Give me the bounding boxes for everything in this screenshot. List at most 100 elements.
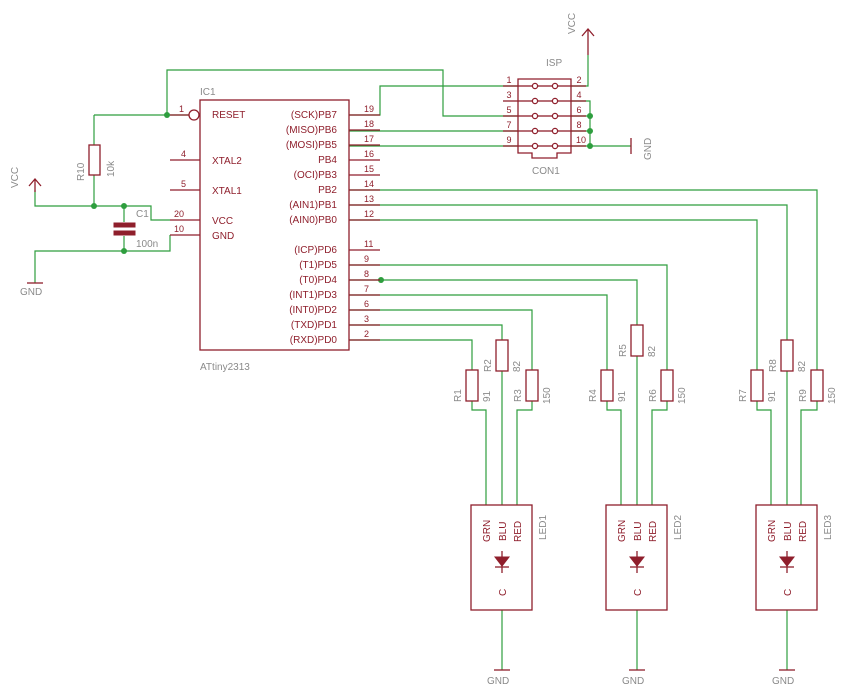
junction-gnd-c1 — [121, 248, 127, 254]
ic1-right-pin-label: (RXD)PD0 — [290, 335, 338, 346]
ic1-right-pin-num: 19 — [364, 104, 374, 114]
ic1-right-pin-label: (ICP)PD6 — [294, 245, 337, 256]
resistor-value: 82 — [797, 360, 808, 372]
ic1-right-pin-label: (TXD)PD1 — [291, 320, 338, 331]
ic1-name: IC1 — [200, 87, 216, 98]
resistor-name: R3 — [513, 389, 524, 402]
ic1-right-pin-label: (AIN0)PB0 — [289, 215, 337, 226]
led-pin-label: GRN — [767, 520, 778, 542]
isp-pin-num: 7 — [506, 120, 511, 130]
wires — [34, 55, 818, 670]
capacitor-c1: C1 100n — [113, 209, 158, 250]
resistor-r6: R6 150 — [648, 369, 688, 404]
resistor-name: R8 — [768, 359, 779, 372]
ic1-right-pin-label: (T0)PD4 — [299, 275, 337, 286]
ic1-right-pin-label: PB2 — [318, 185, 337, 196]
resistor-name: R9 — [798, 389, 809, 402]
resistor-name: R2 — [483, 359, 494, 372]
resistor-r7: R7 91 — [738, 369, 778, 402]
isp-pin-num: 9 — [506, 135, 511, 145]
led-name: LED3 — [823, 515, 834, 540]
resistor-value: 150 — [827, 387, 838, 404]
junction-isp-4 — [587, 113, 593, 119]
isp-pin-num: 1 — [506, 75, 511, 85]
ic1-right-pin-label: (INT0)PD2 — [289, 305, 337, 316]
c1-value: 100n — [136, 239, 158, 250]
resistor-name: R6 — [648, 389, 659, 402]
ic1-left-pin-label: RESET — [212, 110, 245, 121]
gnd-left-label: GND — [20, 287, 42, 298]
gnd-led2-symbol: GND — [622, 669, 645, 687]
led-pin-label: RED — [513, 521, 524, 542]
resistor-value: 150 — [542, 387, 553, 404]
led1-rgb: LED1 GRN BLU RED C — [470, 504, 549, 611]
ic1-right-pin-num: 18 — [364, 119, 374, 129]
gnd-led3-label: GND — [772, 676, 794, 687]
gnd-led1-symbol: GND — [487, 669, 510, 687]
resistor-value: 91 — [482, 390, 493, 402]
resistor-r2: R2 82 — [483, 339, 523, 372]
junction-reset — [164, 112, 170, 118]
led2-rgb: LED2 GRN BLU RED C — [605, 504, 684, 611]
ic1-left-pin-label: VCC — [212, 216, 233, 227]
gnd-left-symbol: GND — [20, 282, 43, 298]
ic1-right-pin-label: (MOSI)PB5 — [286, 140, 338, 151]
led-pin-label: RED — [798, 521, 809, 542]
gnd-led2-label: GND — [622, 676, 644, 687]
ic1-right-pin-label: (SCK)PB7 — [291, 110, 338, 121]
ic1-left-pin-num: 5 — [181, 179, 186, 189]
led3-rgb: LED3 GRN BLU RED C — [755, 504, 834, 611]
isp-pin-num: 2 — [576, 75, 581, 85]
resistor-r4: R4 91 — [588, 369, 628, 402]
isp-pins — [503, 82, 586, 150]
led-common-label: C — [498, 589, 509, 596]
resistor-value: 91 — [767, 390, 778, 402]
isp-pin-num: 6 — [576, 105, 581, 115]
isp-name: CON1 — [532, 166, 560, 177]
isp-pin-num: 3 — [506, 90, 511, 100]
r10-value: 10k — [106, 160, 117, 177]
vcc-left-symbol: VCC — [10, 167, 42, 192]
ic1-right-pins — [349, 114, 380, 341]
ic1-right-pin-num: 3 — [364, 314, 369, 324]
ic1-left-pin-num: 4 — [181, 149, 186, 159]
gnd-isp-symbol: GND — [630, 138, 654, 160]
ic1-attiny2313: IC1 ATtiny2313 1 RESET 4 XTAL2 5 XTAL1 2… — [170, 87, 380, 373]
resistor-value: 150 — [677, 387, 688, 404]
resistor-r5: R5 82 — [618, 324, 658, 357]
ic1-right-pin-label: (MISO)PB6 — [286, 125, 338, 136]
resistor-name: R7 — [738, 389, 749, 402]
gnd-isp-label: GND — [643, 138, 654, 160]
ic1-right-pin-num: 16 — [364, 149, 374, 159]
ic1-right-pin-label: (T1)PD5 — [299, 260, 337, 271]
ic1-left-pin-label: XTAL2 — [212, 156, 242, 167]
c1-name: C1 — [136, 209, 149, 220]
ic1-right-pin-num: 8 — [364, 269, 369, 279]
junction-isp-6 — [587, 128, 593, 134]
junctions — [91, 112, 593, 283]
isp-title: ISP — [546, 58, 562, 69]
ic1-right-pin-label: (AIN1)PB1 — [289, 200, 337, 211]
ic1-right-pin-num: 9 — [364, 254, 369, 264]
isp-pin-num: 4 — [576, 90, 581, 100]
led-pin-label: GRN — [482, 520, 493, 542]
ic1-left-pin-num: 20 — [174, 209, 184, 219]
junction-vcc-c1 — [121, 203, 127, 209]
ic1-left-pin-num: 10 — [174, 224, 184, 234]
ic1-right-pin-num: 13 — [364, 194, 374, 204]
r10-name: R10 — [76, 162, 87, 181]
resistor-name: R1 — [453, 389, 464, 402]
ic1-left-pin-num: 1 — [179, 104, 184, 114]
resistor-value: 82 — [647, 345, 658, 357]
ic1-right-pin-num: 7 — [364, 284, 369, 294]
ic1-right-pin-num: 15 — [364, 164, 374, 174]
resistor-r9: R9 150 — [798, 369, 838, 404]
isp-pin-num: 5 — [506, 105, 511, 115]
gnd-led3-symbol: GND — [772, 669, 795, 687]
ic1-right-pin-label: (OCI)PB3 — [294, 170, 338, 181]
ic1-right-pin-label: (INT1)PD3 — [289, 290, 337, 301]
resistor-name: R4 — [588, 389, 599, 402]
isp-pin-num: 8 — [576, 120, 581, 130]
resistor-value: 91 — [617, 390, 628, 402]
